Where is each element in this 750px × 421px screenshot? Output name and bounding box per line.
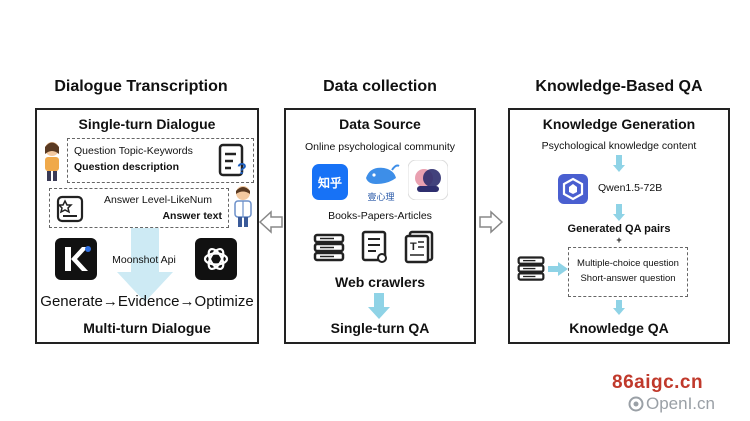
watermark-86aigc: 86aigc.cn <box>612 372 704 393</box>
paper-document-icon <box>361 230 387 263</box>
single-turn-qa-heading: Single-turn QA <box>330 320 430 336</box>
knowledge-based-qa-title: Knowledge-Based QA <box>535 78 703 95</box>
yixinli-whale-icon <box>366 164 400 184</box>
yixinli-label: 壹心理 <box>367 193 395 203</box>
svg-text:T: T <box>410 241 417 253</box>
plus-sign: + <box>616 235 622 245</box>
answer-level-likenum: Answer Level-LikeNum <box>104 194 212 206</box>
multiple-choice-label: Multiple-choice question <box>577 258 679 269</box>
pipeline-text: Generate→Evidence→Optimize <box>40 293 254 310</box>
dialogue-transcription-title: Dialogue Transcription <box>54 78 228 95</box>
qwen-model-label: Qwen1.5-72B <box>598 182 663 194</box>
books-right-arrow <box>548 262 568 276</box>
books-papers-articles-label: Books-Papers-Articles <box>328 210 432 222</box>
question-box: Question Topic-Keywords Question descrip… <box>67 138 254 183</box>
data-collection-panel: Data Source Online psychological communi… <box>284 108 476 344</box>
single-turn-dialogue-heading: Single-turn Dialogue <box>78 116 216 132</box>
qa-down-arrow <box>613 300 625 315</box>
answer-badge-icon <box>56 195 84 223</box>
moonshot-api-label: Moonshot Api <box>112 254 176 266</box>
answer-text: Answer text <box>162 210 222 222</box>
short-answer-label: Short-answer question <box>580 273 676 284</box>
zhihu-logo-text: 知乎 <box>317 175 342 190</box>
kimi-logo-icon <box>55 238 97 280</box>
knowledge-generation-heading: Knowledge Generation <box>542 116 696 132</box>
doctor-avatar <box>234 186 252 227</box>
knowledge-qa-heading: Knowledge QA <box>569 320 669 336</box>
generated-qa-pairs-label: Generated QA pairs <box>567 223 671 235</box>
svg-text:?: ? <box>237 161 247 178</box>
transcription-down-arrow <box>117 228 173 302</box>
question-description: Question description <box>74 161 180 173</box>
web-crawlers-label: Web crawlers <box>334 274 425 290</box>
dialogue-transcription-panel: Single-turn Dialogue Question Topic-Keyw… <box>35 108 259 344</box>
right-hollow-arrow-icon <box>479 210 504 234</box>
question-topic-keywords: Question Topic-Keywords <box>74 145 193 157</box>
left-hollow-arrow-icon <box>258 210 283 234</box>
books-stack-icon <box>313 233 345 262</box>
psych-knowledge-content-label: Psychological knowledge content <box>541 140 697 152</box>
data-collection-title: Data collection <box>323 78 437 95</box>
knowledge-qa-panel: Knowledge Generation Psychological knowl… <box>508 108 730 344</box>
data-source-heading: Data Source <box>339 116 421 132</box>
article-icon: T <box>404 230 434 264</box>
female-user-avatar <box>45 142 59 181</box>
psych-app-logo-icon <box>408 160 448 200</box>
multi-turn-dialogue-heading: Multi-turn Dialogue <box>83 320 211 336</box>
openai-logo-icon <box>195 238 237 280</box>
model-down-arrow <box>613 204 625 221</box>
watermark-openi: OpenI.cn <box>646 394 715 413</box>
online-community-label: Online psychological community <box>305 141 455 153</box>
qwen-logo-icon <box>558 174 588 204</box>
question-doc-icon: ? <box>218 143 247 178</box>
crawlers-down-arrow <box>368 293 390 319</box>
answer-box: Answer Level-LikeNum Answer text <box>49 188 229 228</box>
watermark-logo-icon <box>628 396 644 412</box>
zhihu-logo-icon: 知乎 <box>312 164 348 200</box>
content-down-arrow <box>613 155 625 172</box>
qa-types-box: Multiple-choice question Short-answer qu… <box>568 247 688 297</box>
knowledge-books-icon <box>517 256 545 281</box>
